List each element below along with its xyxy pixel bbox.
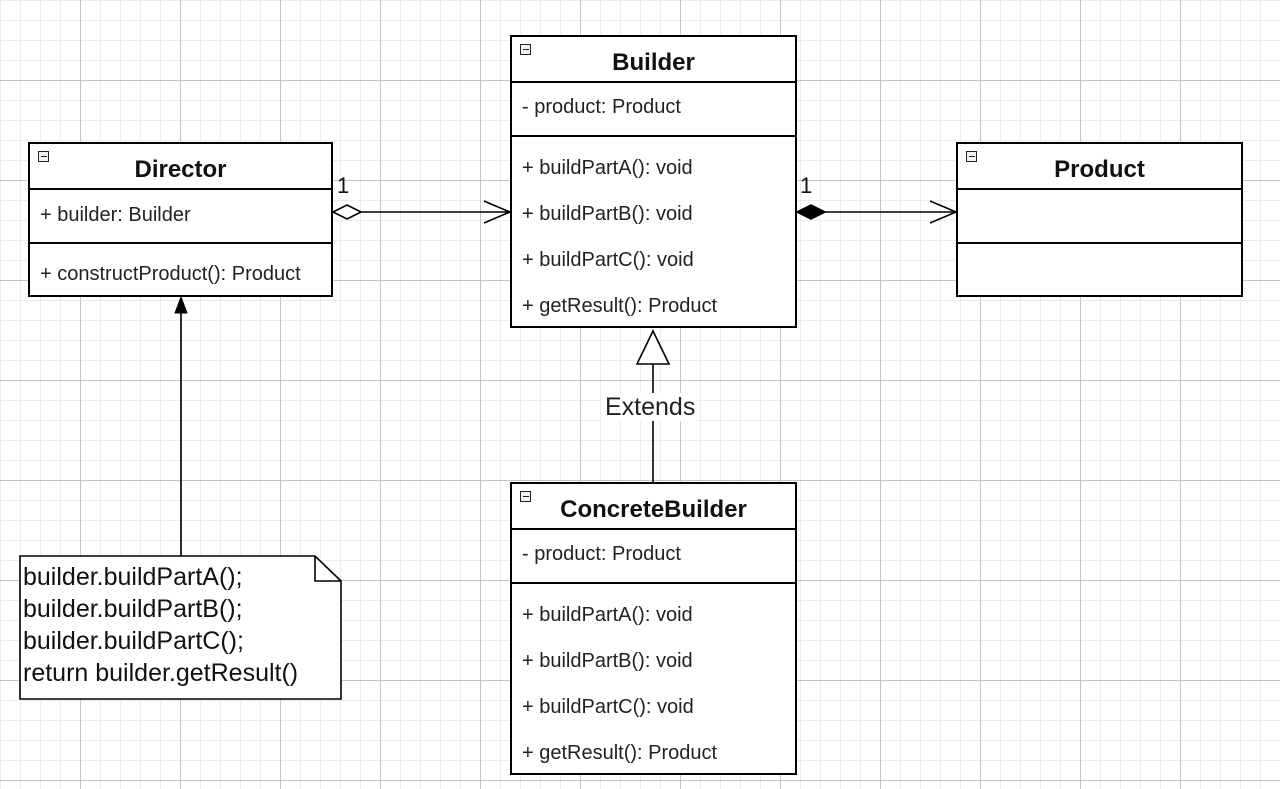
method: + constructProduct(): Product (40, 263, 301, 285)
class-header: Builder (512, 37, 795, 83)
note-line: builder.buildPartA(); (23, 563, 243, 591)
methods-section: + buildPartA(): void + buildPartB(): voi… (512, 584, 795, 763)
multiplicity-builder-product: 1 (800, 173, 813, 198)
attribute: - product: Product (522, 96, 681, 118)
class-concrete-builder[interactable]: ConcreteBuilder - product: Product + bui… (510, 482, 797, 775)
method: + buildPartC(): void (522, 696, 694, 718)
method: + buildPartB(): void (522, 650, 693, 672)
methods-section: + buildPartA(): void + buildPartB(): voi… (512, 137, 795, 316)
method: + buildPartA(): void (522, 157, 693, 179)
aggregation-diamond (331, 204, 363, 220)
attributes-section: - product: Product (512, 83, 795, 137)
multiplicity-director-builder: 1 (337, 173, 350, 198)
collapse-icon[interactable] (966, 151, 977, 162)
note-text: builder.buildPartA(); builder.buildPartB… (23, 561, 298, 689)
attributes-section: + builder: Builder (30, 190, 331, 244)
note-shape (19, 555, 342, 700)
collapse-icon[interactable] (38, 151, 49, 162)
method: + getResult(): Product (522, 295, 718, 317)
collapse-icon[interactable] (520, 491, 531, 502)
class-header: Director (30, 144, 331, 190)
note-link-arrowhead (174, 295, 188, 314)
class-name: Builder (612, 49, 695, 76)
class-header: ConcreteBuilder (512, 484, 795, 530)
collapse-icon[interactable] (520, 44, 531, 55)
class-builder[interactable]: Builder - product: Product + buildPartA(… (510, 35, 797, 328)
class-header: Product (958, 144, 1241, 190)
note-line: builder.buildPartB(); (23, 595, 243, 623)
class-director[interactable]: Director + builder: Builder + constructP… (28, 142, 333, 297)
class-product[interactable]: Product (956, 142, 1243, 297)
class-name: Director (134, 156, 227, 183)
note-line: builder.buildPartC(); (23, 627, 244, 655)
class-name: Product (1054, 156, 1145, 183)
note[interactable]: builder.buildPartA(); builder.buildPartB… (19, 555, 342, 700)
attributes-section (958, 190, 1241, 244)
generalization-triangle (635, 329, 671, 365)
method: + buildPartC(): void (522, 249, 694, 271)
method: + buildPartB(): void (522, 203, 693, 225)
note-line: return builder.getResult() (23, 659, 299, 687)
composition-diamond (795, 204, 827, 220)
attribute: + builder: Builder (40, 204, 191, 226)
class-name: ConcreteBuilder (560, 496, 747, 523)
extends-label: Extends (603, 393, 698, 421)
method: + buildPartA(): void (522, 604, 693, 626)
attributes-section: - product: Product (512, 530, 795, 584)
method: + getResult(): Product (522, 742, 718, 764)
methods-section: + constructProduct(): Product (30, 244, 331, 284)
attribute: - product: Product (522, 543, 681, 565)
